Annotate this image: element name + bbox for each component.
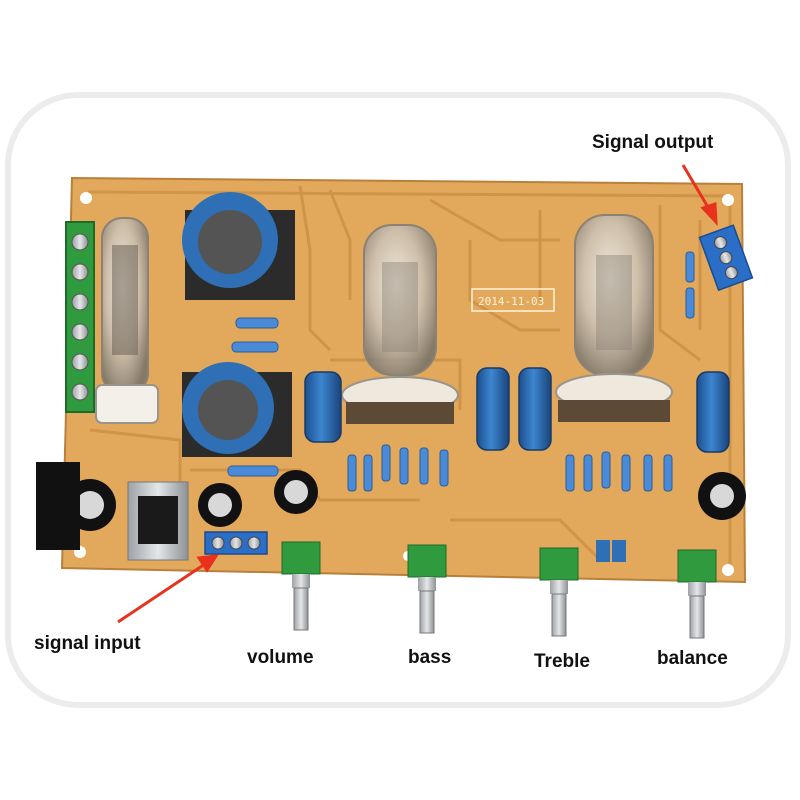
callout-arrows [117, 164, 718, 624]
balance-label: balance [657, 648, 728, 669]
vacuum-tube-left [95, 217, 159, 424]
vacuum-tube-middle [341, 224, 459, 424]
power-terminal-block [65, 221, 95, 413]
film-capacitors [304, 367, 730, 453]
signal-input-terminal [204, 531, 268, 555]
signal-output-terminal [698, 224, 754, 292]
signal-output-label: Signal output [592, 132, 714, 153]
filter-capacitor-top [182, 192, 295, 300]
vacuum-tube-right [555, 214, 673, 422]
treble-label: Treble [534, 651, 590, 672]
resistors [227, 251, 695, 492]
voltage-regulator-heatsink [36, 462, 189, 561]
bass-label: bass [408, 647, 452, 668]
volume-label: volume [247, 647, 314, 668]
board-date-silkscreen: 2014-11-03 [478, 295, 544, 308]
filter-capacitor-bottom [182, 362, 292, 457]
potentiometers [281, 541, 717, 639]
signal-input-label: signal input [34, 633, 141, 654]
